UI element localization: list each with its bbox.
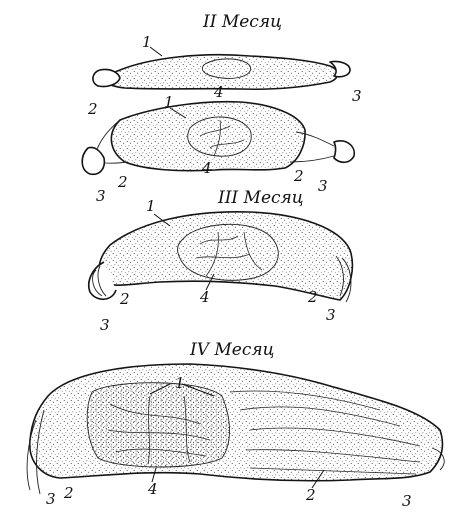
label-3-s2b-left: 3 <box>96 187 106 205</box>
label-4-s2b: 4 <box>201 159 212 177</box>
label-3-s2a: 3 <box>352 87 362 105</box>
label-2-s2a: 2 <box>87 100 98 118</box>
leader-1-s2a <box>150 47 162 56</box>
label-3-s3-left: 3 <box>100 316 110 334</box>
label-3-s3-right: 3 <box>326 306 336 324</box>
label-3-s4-left: 3 <box>46 490 56 508</box>
label-2-s4-left: 2 <box>63 484 74 502</box>
label-3-s2b-right: 3 <box>318 177 328 195</box>
embryo-4 <box>27 364 444 494</box>
label-1-s2a: 1 <box>142 33 152 51</box>
label-4-s4: 4 <box>147 480 158 498</box>
label-1-s4: 1 <box>175 374 185 392</box>
label-2-s2b-right: 2 <box>293 167 304 185</box>
label-2-s3-right: 2 <box>307 288 318 306</box>
placenta-oval <box>87 383 229 467</box>
embryo-2b <box>82 102 354 175</box>
label-2-s3-left: 2 <box>119 290 130 308</box>
label-4-s3: 4 <box>199 288 210 306</box>
stage-month-3: III Месяц 1 4 2 2 3 3 <box>89 188 353 334</box>
label-2-s4-center: 2 <box>305 486 316 504</box>
label-3-s4-right: 3 <box>402 492 412 510</box>
label-1-s3: 1 <box>146 197 156 215</box>
stage-heading-month-4: IV Месяц <box>189 340 275 360</box>
stage-month-2: II Месяц 1 4 2 3 1 4 2 3 <box>82 12 361 205</box>
stage-heading-month-3: III Месяц <box>217 188 304 208</box>
stage-heading-month-2: II Месяц <box>202 12 282 32</box>
label-1-s2b: 1 <box>164 93 174 111</box>
stage-month-4: IV Месяц 1 4 2 3 2 3 <box>27 340 444 510</box>
label-4-s2a: 4 <box>213 83 224 101</box>
label-2-s2b-left: 2 <box>117 173 128 191</box>
